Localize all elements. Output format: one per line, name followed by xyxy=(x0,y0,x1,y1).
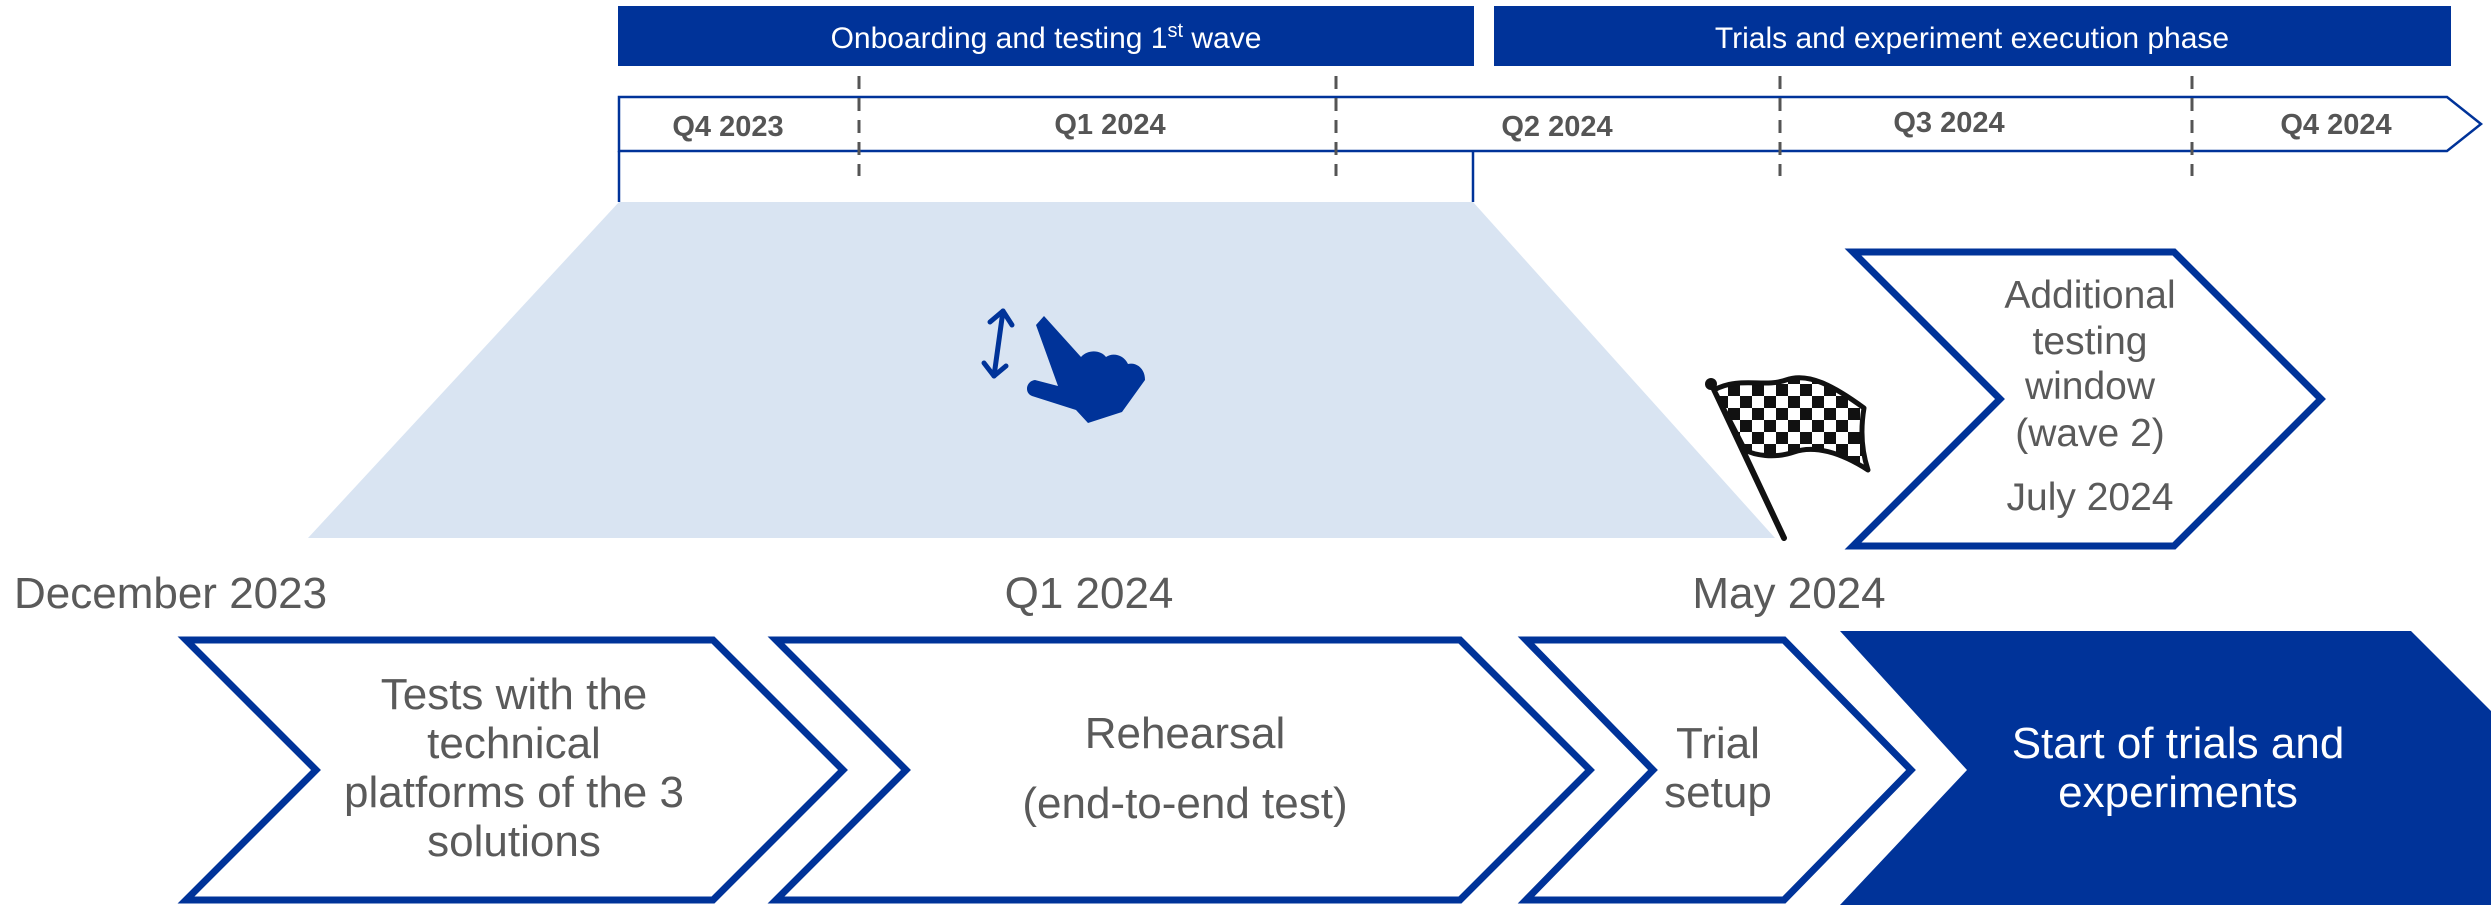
phase-bar-onboarding: Onboarding and testing 1st wave xyxy=(618,6,1474,66)
step-text-line: Start of trials and xyxy=(2012,719,2345,768)
additional-window-line: window xyxy=(2024,365,2156,408)
step-chevron-rehearsal: Rehearsal (end-to-end test) xyxy=(767,636,1595,904)
phase-trials-label: Trials and experiment execution phase xyxy=(1715,22,2229,55)
additional-testing-window-chevron: Additional testing window (wave 2) July … xyxy=(1844,248,2326,550)
additional-window-date: July 2024 xyxy=(2007,476,2174,519)
additional-window-line: Additional xyxy=(2004,274,2175,317)
step-chevron-trial-setup: Trial setup xyxy=(1517,636,1916,904)
additional-window-line: (wave 2) xyxy=(2015,412,2165,455)
step-text-line: setup xyxy=(1664,768,1772,817)
step-text-line: Tests with the xyxy=(381,670,648,719)
hand-pinch-zoom-icon xyxy=(981,308,1145,423)
step-text-line: Trial xyxy=(1676,719,1760,768)
additional-window-line: testing xyxy=(2033,320,2148,363)
step-text-line: solutions xyxy=(427,817,601,866)
step-text-line: platforms of the 3 xyxy=(344,768,684,817)
step-chevron-tests: Tests with the technical platforms of th… xyxy=(177,636,848,904)
quarter-label: Q3 2024 xyxy=(1893,107,2004,139)
quarter-timeline: Q4 2023 Q1 2024 Q2 2024 Q3 2024 Q4 2024 xyxy=(617,76,2484,176)
quarter-label: Q4 2023 xyxy=(672,111,783,143)
step-text-line: technical xyxy=(427,719,601,768)
quarter-label: Q2 2024 xyxy=(1501,111,1612,143)
step-text-line: experiments xyxy=(2058,768,2298,817)
zoom-connector xyxy=(308,151,1775,538)
milestone-dates: December 2023 Q1 2024 May 2024 xyxy=(14,569,1886,618)
milestone-date: December 2023 xyxy=(14,569,327,618)
step-chevron-start-trials: Start of trials and experiments xyxy=(1840,631,2491,905)
quarter-label: Q4 2024 xyxy=(2280,109,2391,141)
step-text-line: Rehearsal xyxy=(1085,709,1286,758)
checkered-flag-icon xyxy=(1705,375,1871,541)
phase-onboarding-label: Onboarding and testing 1st wave xyxy=(831,20,1262,55)
milestone-date: May 2024 xyxy=(1692,569,1885,618)
quarter-label: Q1 2024 xyxy=(1054,109,1165,141)
step-text-line: (end-to-end test) xyxy=(1022,779,1347,828)
milestone-date: Q1 2024 xyxy=(1005,569,1174,618)
phase-bar-trials: Trials and experiment execution phase xyxy=(1494,6,2451,66)
